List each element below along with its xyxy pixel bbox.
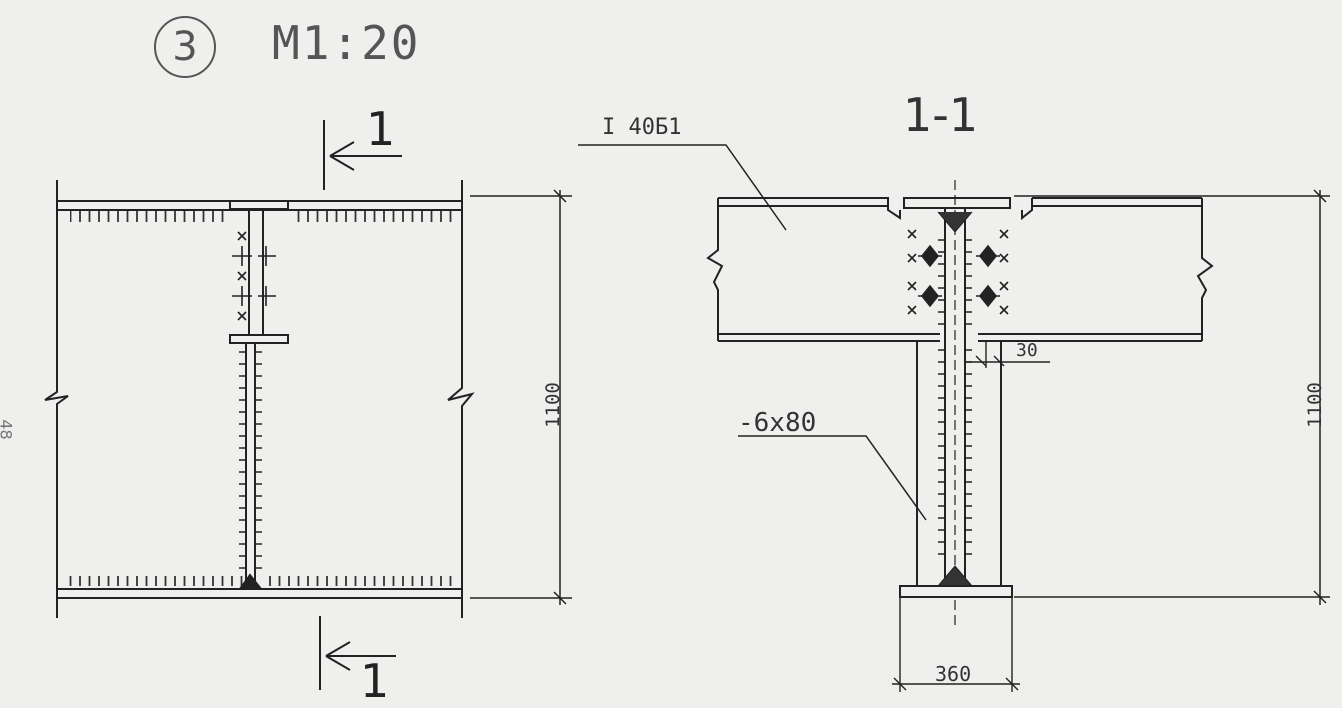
leader-beam (578, 144, 787, 231)
elevation-view (44, 120, 572, 690)
dimension-height-left (470, 189, 572, 605)
section-cut-top (323, 120, 402, 190)
dimension-flange-width (892, 597, 1020, 692)
gap-dimension-label: 30 (1016, 340, 1038, 361)
height-right-label: 1100 (1303, 382, 1326, 428)
bottom-weld-ticks-left (64, 576, 244, 588)
column-weld-ticks (938, 239, 972, 555)
detail-number-circle: 3 (154, 16, 216, 78)
bottom-flange (899, 585, 1013, 598)
ibeam-top-flange (229, 200, 289, 210)
beam-left-body (706, 197, 940, 342)
dimension-height-right (1014, 189, 1330, 605)
section-view (578, 144, 1330, 692)
plate-weld-ticks (239, 351, 262, 569)
detail-number: 3 (172, 24, 198, 70)
dimension-gap (966, 341, 1050, 368)
top-weld-ticks-right (290, 211, 455, 223)
section-title: 1-1 (903, 88, 979, 142)
margin-page-number: 48 (0, 419, 16, 440)
bolt-group-section (907, 229, 1009, 315)
scale-label: M1:20 (272, 16, 421, 70)
plate-label: -6x80 (738, 408, 817, 438)
section-cut-bottom (319, 616, 396, 690)
flange-width-label: 360 (935, 662, 972, 686)
bolt-group-elevation (232, 231, 276, 321)
section-cut-label-top: 1 (366, 102, 396, 156)
beam-right-body (978, 197, 1214, 342)
ibeam-bottom-flange (229, 334, 289, 344)
leader-plate (738, 435, 927, 521)
top-weld-ticks-left (70, 211, 230, 223)
connection-top-plate (903, 197, 1011, 209)
right-break-line (447, 180, 475, 618)
height-left-label: 1100 (541, 382, 564, 428)
bottom-weld-ticks-right (262, 576, 457, 588)
left-break-line (44, 180, 69, 618)
section-cut-label-bottom: 1 (360, 654, 390, 708)
beam-profile-label: I 40Б1 (602, 115, 682, 140)
